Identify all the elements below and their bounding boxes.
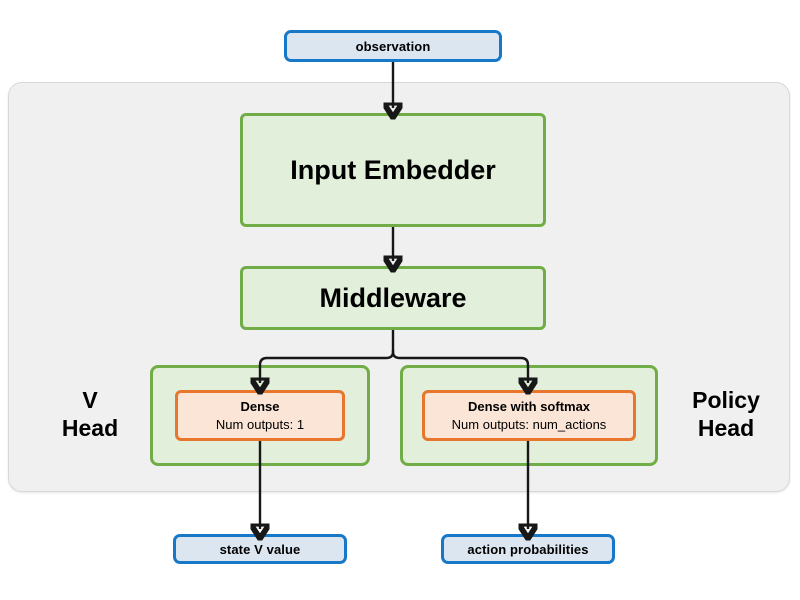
policy-head-dense-box[interactable]: Dense with softmax Num outputs: num_acti… bbox=[422, 390, 636, 441]
action-probabilities-box[interactable]: action probabilities bbox=[441, 534, 615, 564]
v-head-dense-subtitle: Num outputs: 1 bbox=[215, 416, 305, 432]
policy-head-caption-line2: Head bbox=[697, 415, 755, 442]
input-embedder-box[interactable]: Input Embedder bbox=[240, 113, 546, 227]
observation-label: observation bbox=[355, 38, 431, 54]
middleware-box[interactable]: Middleware bbox=[240, 266, 546, 330]
policy-head-caption-line1: Policy bbox=[692, 387, 760, 413]
input-embedder-label: Input Embedder bbox=[290, 154, 496, 185]
policy-head-dense-subtitle: Num outputs: num_actions bbox=[451, 416, 607, 432]
v-head-caption-line1: V bbox=[82, 387, 98, 413]
action-probabilities-label: action probabilities bbox=[467, 541, 589, 557]
state-v-value-box[interactable]: state V value bbox=[173, 534, 347, 564]
observation-box[interactable]: observation bbox=[284, 30, 502, 62]
policy-head-caption: Policy Head bbox=[666, 386, 786, 442]
v-head-dense-title: Dense bbox=[240, 398, 280, 414]
v-head-dense-box[interactable]: Dense Num outputs: 1 bbox=[175, 390, 345, 441]
state-v-value-label: state V value bbox=[219, 541, 301, 557]
policy-head-dense-title: Dense with softmax bbox=[467, 398, 591, 414]
v-head-caption: V Head bbox=[40, 386, 140, 442]
middleware-label: Middleware bbox=[319, 282, 467, 313]
v-head-caption-line2: Head bbox=[61, 415, 119, 442]
